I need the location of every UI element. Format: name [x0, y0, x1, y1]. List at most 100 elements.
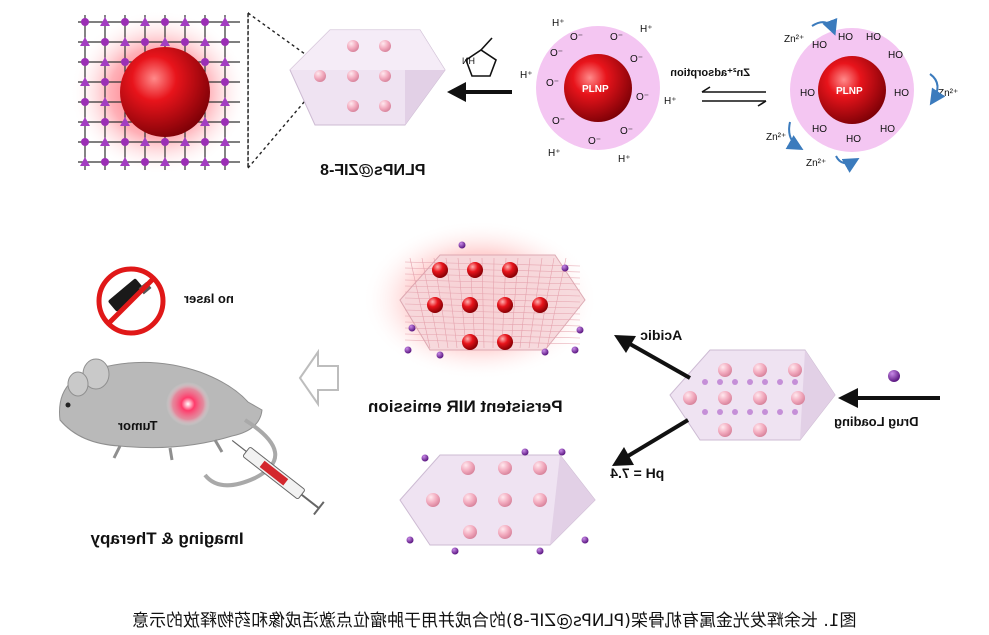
- figure-caption-text: 图1. 长余辉发光金属有机骨架(PLNPs@ZIF-8)的合成并用于肿瘤位点激活…: [132, 610, 857, 631]
- drug-molecule: [888, 370, 900, 382]
- linker-node: [100, 137, 110, 146]
- svg-text:HO: HO: [866, 32, 881, 43]
- mesh-line: [404, 333, 581, 339]
- zinc-node: [181, 38, 189, 46]
- mesh-line: [404, 321, 581, 327]
- imidazole-nh-label: HN: [462, 56, 475, 66]
- loaded-drug-dot: [762, 379, 768, 385]
- zinc-node: [201, 18, 209, 26]
- drug-loading-arrow: [838, 370, 940, 408]
- zinc-node: [101, 158, 109, 166]
- zinc-node: [161, 138, 169, 146]
- released-drug-molecule: [536, 547, 544, 555]
- zinc-node: [201, 58, 209, 66]
- hollow-left-arrow: [298, 348, 339, 408]
- zinc-node: [81, 98, 89, 106]
- mesh-line: [457, 257, 467, 349]
- zinc-node: [221, 78, 229, 86]
- svg-text:O⁻: O⁻: [546, 78, 559, 89]
- svg-text:O⁻: O⁻: [552, 116, 565, 127]
- zinc-node: [181, 158, 189, 166]
- svg-text:O⁻: O⁻: [620, 126, 633, 137]
- plnp-pink-dot: [788, 363, 802, 377]
- mesh-line: [404, 339, 581, 345]
- no-laser-sign: [96, 266, 166, 336]
- linker-node: [200, 157, 210, 166]
- plnp-pink-dot: [498, 525, 512, 539]
- plnp-pink-dot: [753, 423, 767, 437]
- zinc-node: [221, 158, 229, 166]
- plnp-pink-dot: [718, 423, 732, 437]
- plnp-pink-dot: [791, 391, 805, 405]
- svg-text:Zn²⁺: Zn²⁺: [766, 132, 786, 143]
- svg-text:H⁺: H⁺: [520, 70, 533, 81]
- no-laser-label: no laser: [184, 291, 234, 306]
- loaded-drug-dot: [747, 379, 753, 385]
- linker-node: [120, 117, 130, 126]
- loaded-drug-dot: [717, 409, 723, 415]
- linker-node: [220, 137, 230, 146]
- linker-node: [220, 97, 230, 106]
- hydrogen-ion-labels: H⁺ H⁺ H⁺ H⁺ H⁺ H⁺: [520, 18, 677, 165]
- imaging-therapy-label: Imaging & Therapy: [90, 529, 244, 548]
- linker-node: [120, 37, 130, 46]
- loaded-drug-dot: [747, 409, 753, 415]
- linker-node: [200, 37, 210, 46]
- svg-text:HO: HO: [812, 40, 827, 51]
- zinc-node: [221, 118, 229, 126]
- plnp-red-dot: [497, 334, 513, 350]
- plnp-red-dots: [427, 262, 548, 350]
- tumor-glow: [166, 382, 210, 426]
- mesh-line: [519, 257, 531, 349]
- svg-text:H⁺: H⁺: [618, 154, 631, 165]
- loaded-drug-dot: [777, 409, 783, 415]
- equilibrium-arrows: [701, 86, 767, 107]
- linker-node: [120, 157, 130, 166]
- mesh-line: [404, 285, 581, 291]
- linker-node: [80, 117, 90, 126]
- linker-node: [220, 17, 230, 26]
- mesh-line: [409, 257, 431, 349]
- released-drug-molecule: [581, 536, 589, 544]
- loaded-drug-dot: [702, 409, 708, 415]
- plnp-deprotonated: [536, 26, 660, 150]
- zinc-node-group: [80, 17, 230, 166]
- released-drug-molecule: [451, 547, 459, 555]
- linker-node: [80, 77, 90, 86]
- surface-hydroxyl-groups: HO HO HO HO HO HO HO HO HO: [800, 32, 909, 145]
- mesh-line: [492, 257, 495, 349]
- linker-node: [180, 137, 190, 146]
- svg-text:Zn²⁺: Zn²⁺: [938, 88, 958, 99]
- drug-molecule: [541, 348, 549, 356]
- zinc-node: [121, 18, 129, 26]
- plnp-pink-dot: [461, 461, 475, 475]
- drug-loaded-crystal: [669, 349, 836, 441]
- zinc-node: [141, 38, 149, 46]
- released-drug-molecule: [406, 536, 414, 544]
- released-drug-molecule: [421, 454, 429, 462]
- acidic-arrow: [614, 335, 691, 380]
- mof-lattice-particle: [70, 10, 248, 175]
- zinc-adsorption-curved-arrows: [785, 17, 946, 173]
- svg-text:O⁻: O⁻: [610, 32, 623, 43]
- mesh-line: [404, 315, 581, 321]
- linker-node: [100, 17, 110, 26]
- plnp-pink-dot: [498, 493, 512, 507]
- linker-node: [80, 37, 90, 46]
- drug-released-crystal: [399, 448, 596, 555]
- loaded-drug-dot: [792, 379, 798, 385]
- mesh-line: [404, 327, 581, 333]
- drug-molecule: [436, 351, 444, 359]
- glowing-zif8-crystal: [362, 220, 598, 380]
- plnp-pink-dot: [683, 391, 697, 405]
- plnp-red-dot: [427, 297, 443, 313]
- linker-node: [180, 17, 190, 26]
- drug-molecule: [408, 324, 416, 332]
- plnp-red-dot: [462, 297, 478, 313]
- linker-node: [220, 57, 230, 66]
- plnp-pink-dot: [753, 391, 767, 405]
- drug-molecule: [458, 241, 466, 249]
- plnp-core-label-2: PLNP: [836, 86, 863, 97]
